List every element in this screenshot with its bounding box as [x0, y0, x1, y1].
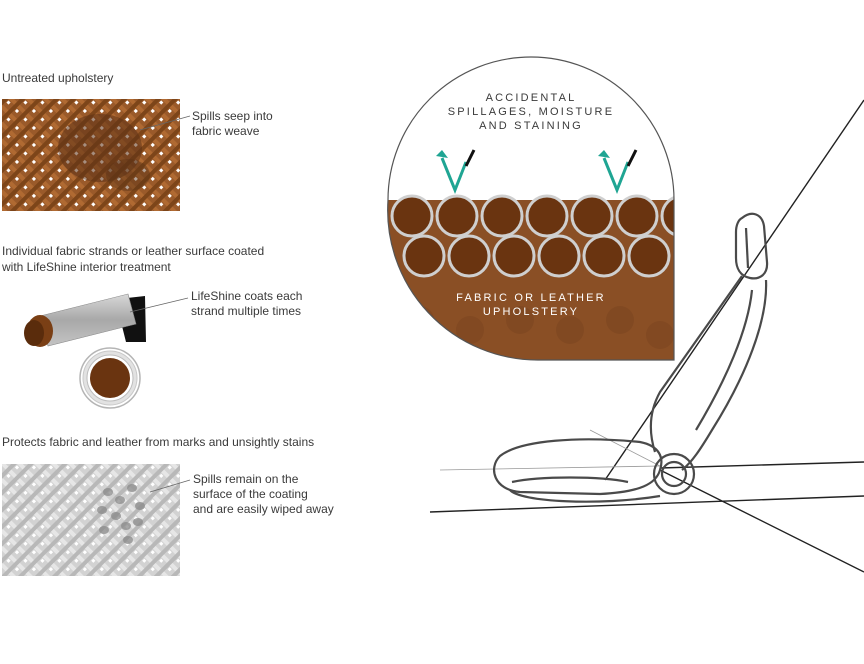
magnifier-top-label: ACCIDENTAL SPILLAGES, MOISTURE AND STAIN… — [431, 91, 631, 133]
coated-heading-line1: Individual fabric strands or leather sur… — [2, 244, 265, 258]
magnifier-callout — [387, 56, 675, 361]
callout-line-protected — [149, 479, 191, 493]
protected-note-line2: surface of the coating — [193, 487, 308, 501]
magnifier-top-line3: AND STAINING — [479, 120, 583, 132]
protected-fabric-swatch — [2, 464, 180, 576]
magnifier-bottom-line2: UPHOLSTERY — [482, 306, 580, 318]
callout-line-coated — [129, 297, 189, 313]
deflect-arrow-right — [598, 149, 638, 195]
protected-note-line1: Spills remain on the — [193, 472, 299, 486]
magnifier-top-line1: ACCIDENTAL — [485, 92, 577, 104]
magnifier-bottom-line1: FABRIC OR LEATHER — [456, 292, 606, 304]
protected-heading: Protects fabric and leather from marks a… — [2, 435, 315, 449]
untreated-heading: Untreated upholstery — [2, 71, 114, 85]
coated-note: LifeShine coats each strand multiple tim… — [191, 289, 302, 319]
coated-note-line2: strand multiple times — [191, 304, 302, 318]
untreated-fabric-swatch — [2, 99, 180, 211]
strand-cross-section — [79, 347, 141, 409]
protected-note-line3: and are easily wiped away — [193, 502, 334, 516]
perspective-lines — [429, 99, 864, 573]
coated-note-line1: LifeShine coats each — [191, 289, 303, 303]
coated-heading: Individual fabric strands or leather sur… — [2, 243, 264, 275]
untreated-note-line2: fabric weave — [192, 124, 260, 138]
deflect-arrow-left — [436, 149, 476, 195]
protected-note: Spills remain on the surface of the coat… — [193, 472, 334, 517]
magnifier-bottom-label: FABRIC OR LEATHER UPHOLSTERY — [431, 291, 631, 319]
untreated-note: Spills seep into fabric weave — [192, 109, 273, 139]
callout-line-untreated — [139, 115, 191, 131]
coated-heading-line2: with LifeShine interior treatment — [2, 260, 171, 274]
magnifier-top-line2: SPILLAGES, MOISTURE — [447, 106, 615, 118]
untreated-note-line1: Spills seep into — [192, 109, 273, 123]
coated-strand-illustration — [24, 293, 146, 347]
car-seat-outline — [492, 212, 769, 503]
